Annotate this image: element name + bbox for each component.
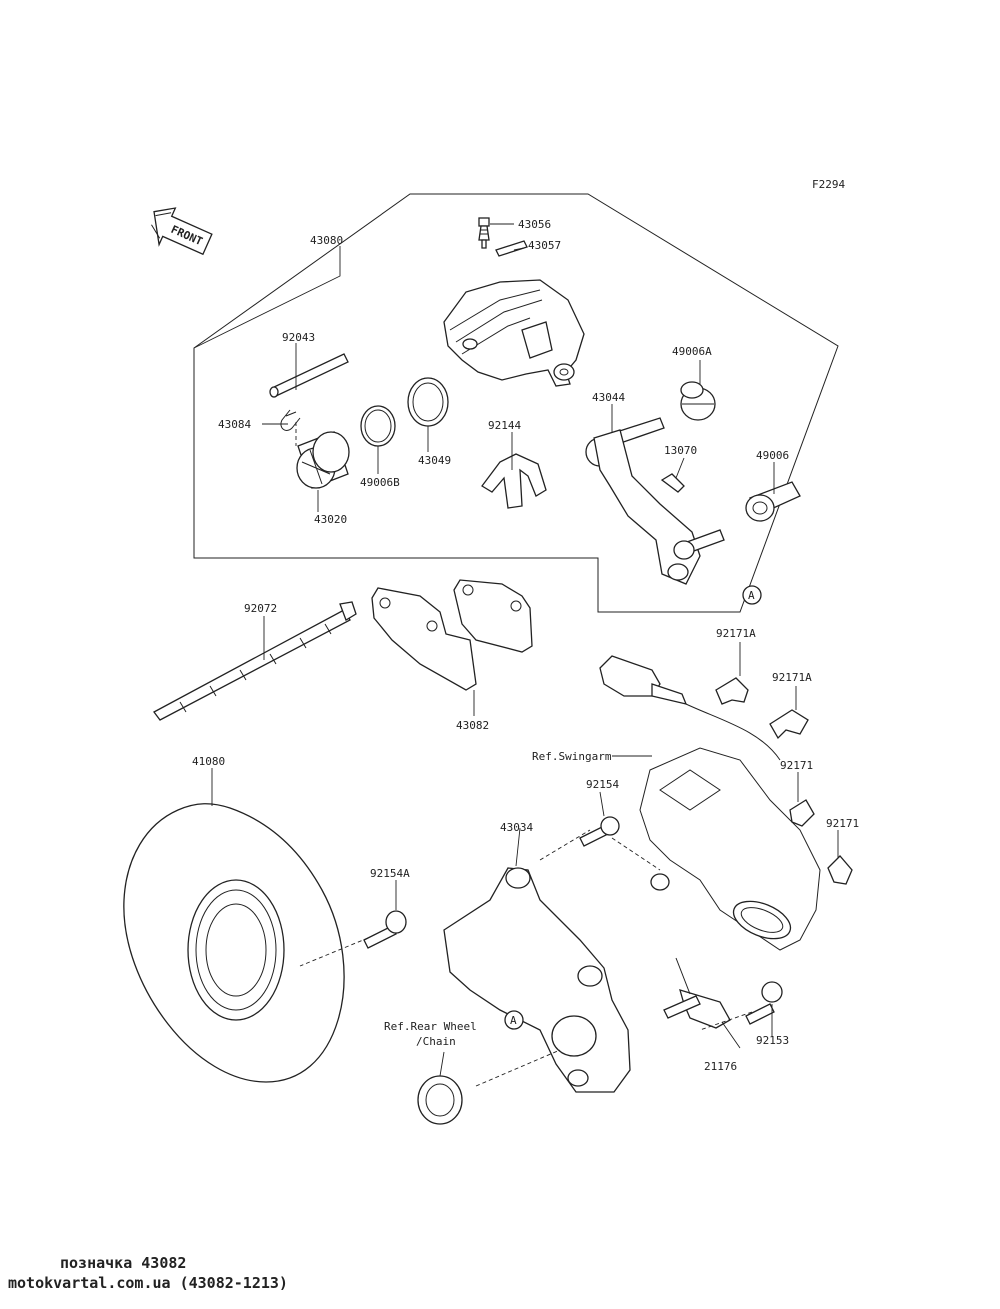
label-49006B: 49006B [360,476,400,489]
boot-49006A [680,381,716,421]
bolt-92153 [745,981,783,1025]
caliper-mount-bracket-43034 [443,867,631,1093]
front-arrow-icon: FRONT [151,207,213,256]
ref-swingarm: Ref.Swingarm [532,750,612,763]
label-92043: 92043 [282,331,315,344]
label-49006: 49006 [756,449,789,462]
label-92072: 92072 [244,602,277,615]
label-43084: 43084 [218,418,251,431]
label-49006A: 49006A [672,345,712,358]
clamp-92171A-upper [715,677,749,705]
label-43080: 43080 [310,234,343,247]
label-13070: 13070 [664,444,697,457]
label-92154A: 92154A [370,867,410,880]
bolt-92154 [579,816,620,847]
marker-a-lower-label: A [510,1014,517,1027]
r-clip-43084 [280,409,301,431]
boot-49006 [745,481,801,522]
brake-pads-43082 [371,579,533,691]
marker-a-lower [504,1010,524,1030]
clamp-92171-upper [789,799,815,827]
label-92144: 92144 [488,419,521,432]
label-92171A-lower: 92171A [772,671,812,684]
label-43082: 43082 [456,719,489,732]
caliper-body [443,279,585,387]
label-92171-lower: 92171 [826,817,859,830]
label-43049: 43049 [418,454,451,467]
speed-sensor-21176 [663,957,731,1029]
bleeder-cap-43057 [495,240,528,257]
figure-id: F2294 [812,178,845,191]
footer-note: позначка 43082 [60,1254,187,1272]
swingarm-reference [639,747,821,951]
marker-a-upper [742,585,762,605]
label-43056: 43056 [518,218,551,231]
label-43020: 43020 [314,513,347,526]
collar-spacer [417,1075,463,1125]
pad-pin-92043 [269,353,349,398]
ref-rear-wheel-chain: /Chain [416,1035,456,1048]
piston-43020 [296,431,350,489]
leader-lines [193,223,839,1077]
bolt-92154A [363,910,407,949]
clamp-92171A-lower [769,709,809,740]
label-92154: 92154 [586,778,619,791]
seal-49006B [360,405,396,447]
ref-rear-wheel: Ref.Rear Wheel [384,1020,477,1033]
clamp-92171-lower [827,855,853,885]
label-92171-upper: 92171 [780,759,813,772]
label-92153: 92153 [756,1034,789,1047]
label-43044: 43044 [592,391,625,404]
footer-source: motokvartal.com.ua (43082-1213) [8,1274,288,1292]
label-43034: 43034 [500,821,533,834]
cable-tie-92072 [153,601,357,721]
marker-a-upper-label: A [748,589,755,602]
caliper-bracket-43044 [585,417,725,585]
brake-disc-41080 [123,803,345,1083]
label-41080: 41080 [192,755,225,768]
clip-13070 [660,473,685,493]
caliper-assembly-outline [193,193,839,613]
label-21176: 21176 [704,1060,737,1073]
pad-spring-92144 [481,453,547,509]
label-43057: 43057 [528,239,561,252]
bleeder-screw-43056 [478,217,490,249]
abs-sensor [599,655,781,761]
seal-43049 [407,377,449,427]
label-92171A-upper: 92171A [716,627,756,640]
